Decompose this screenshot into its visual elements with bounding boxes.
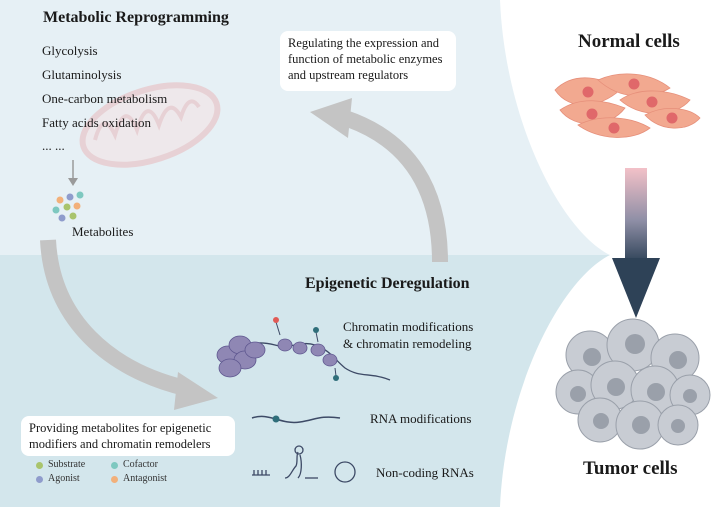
legend-antagonist-label: Antagonist (123, 473, 167, 484)
metabolic-panel (0, 0, 610, 255)
metabolite-dots (52, 191, 84, 222)
feedback-note-box: Regulating the expression and function o… (280, 31, 456, 91)
noncoding-rna-icon (252, 445, 356, 483)
chromatin-label: Chromatin modifications & chromatin remo… (343, 318, 473, 352)
provide-note-line-1: Providing metabolites for epigenetic (29, 421, 212, 435)
pathway-ellipsis: ... ... (42, 138, 65, 153)
provide-note-line-2: modifiers and chromatin remodelers (29, 437, 211, 451)
provide-note-box: Providing metabolites for epigenetic mod… (21, 416, 235, 456)
feedback-note-line-1: Regulating the expression and (288, 36, 440, 50)
metabolites-to-epigenetics-arrow (40, 239, 218, 410)
rna-strand-icon (251, 415, 341, 424)
pathway-to-metabolites-arrow (68, 160, 78, 186)
tumor-cells-label: Tumor cells (583, 458, 678, 479)
chromatin-label-line-1: Chromatin modifications (343, 319, 474, 334)
normal-cells-label: Normal cells (578, 31, 680, 52)
metabolites-label: Metabolites (72, 224, 134, 239)
feedback-note-line-2: function of metabolic enzymes (288, 52, 443, 66)
legend-agonist-label: Agonist (48, 473, 80, 484)
transformation-arrow (612, 168, 660, 318)
legend-substrate-label: Substrate (48, 459, 86, 470)
pathway-fatty-acid-oxidation: Fatty acids oxidation (42, 115, 152, 130)
mitochondrion-icon (79, 82, 221, 168)
feedback-note-line-3: and upstream regulators (288, 68, 409, 82)
epigenetics-to-metabolic-arrow (310, 98, 448, 263)
metabolic-reprogramming-title: Metabolic Reprogramming (43, 9, 229, 26)
legend-cofactor-label: Cofactor (123, 459, 158, 470)
noncoding-rnas-label: Non-coding RNAs (376, 465, 474, 480)
pathway-glutaminolysis: Glutaminolysis (42, 67, 122, 82)
legend-cofactor-swatch (111, 462, 118, 469)
epigenetic-deregulation-title: Epigenetic Deregulation (305, 275, 470, 292)
chromatin-label-line-2: & chromatin remodeling (343, 336, 472, 351)
normal-cells-cluster (554, 73, 701, 138)
tumor-cells-cluster (555, 318, 711, 450)
chromatin-icon (216, 317, 391, 381)
legend-agonist-swatch (36, 476, 43, 483)
legend-antagonist-swatch (111, 476, 118, 483)
pathway-one-carbon: One-carbon metabolism (42, 91, 168, 106)
rna-modifications-label: RNA modifications (370, 411, 472, 426)
legend-substrate-swatch (36, 462, 43, 469)
pathway-glycolysis: Glycolysis (42, 43, 98, 58)
